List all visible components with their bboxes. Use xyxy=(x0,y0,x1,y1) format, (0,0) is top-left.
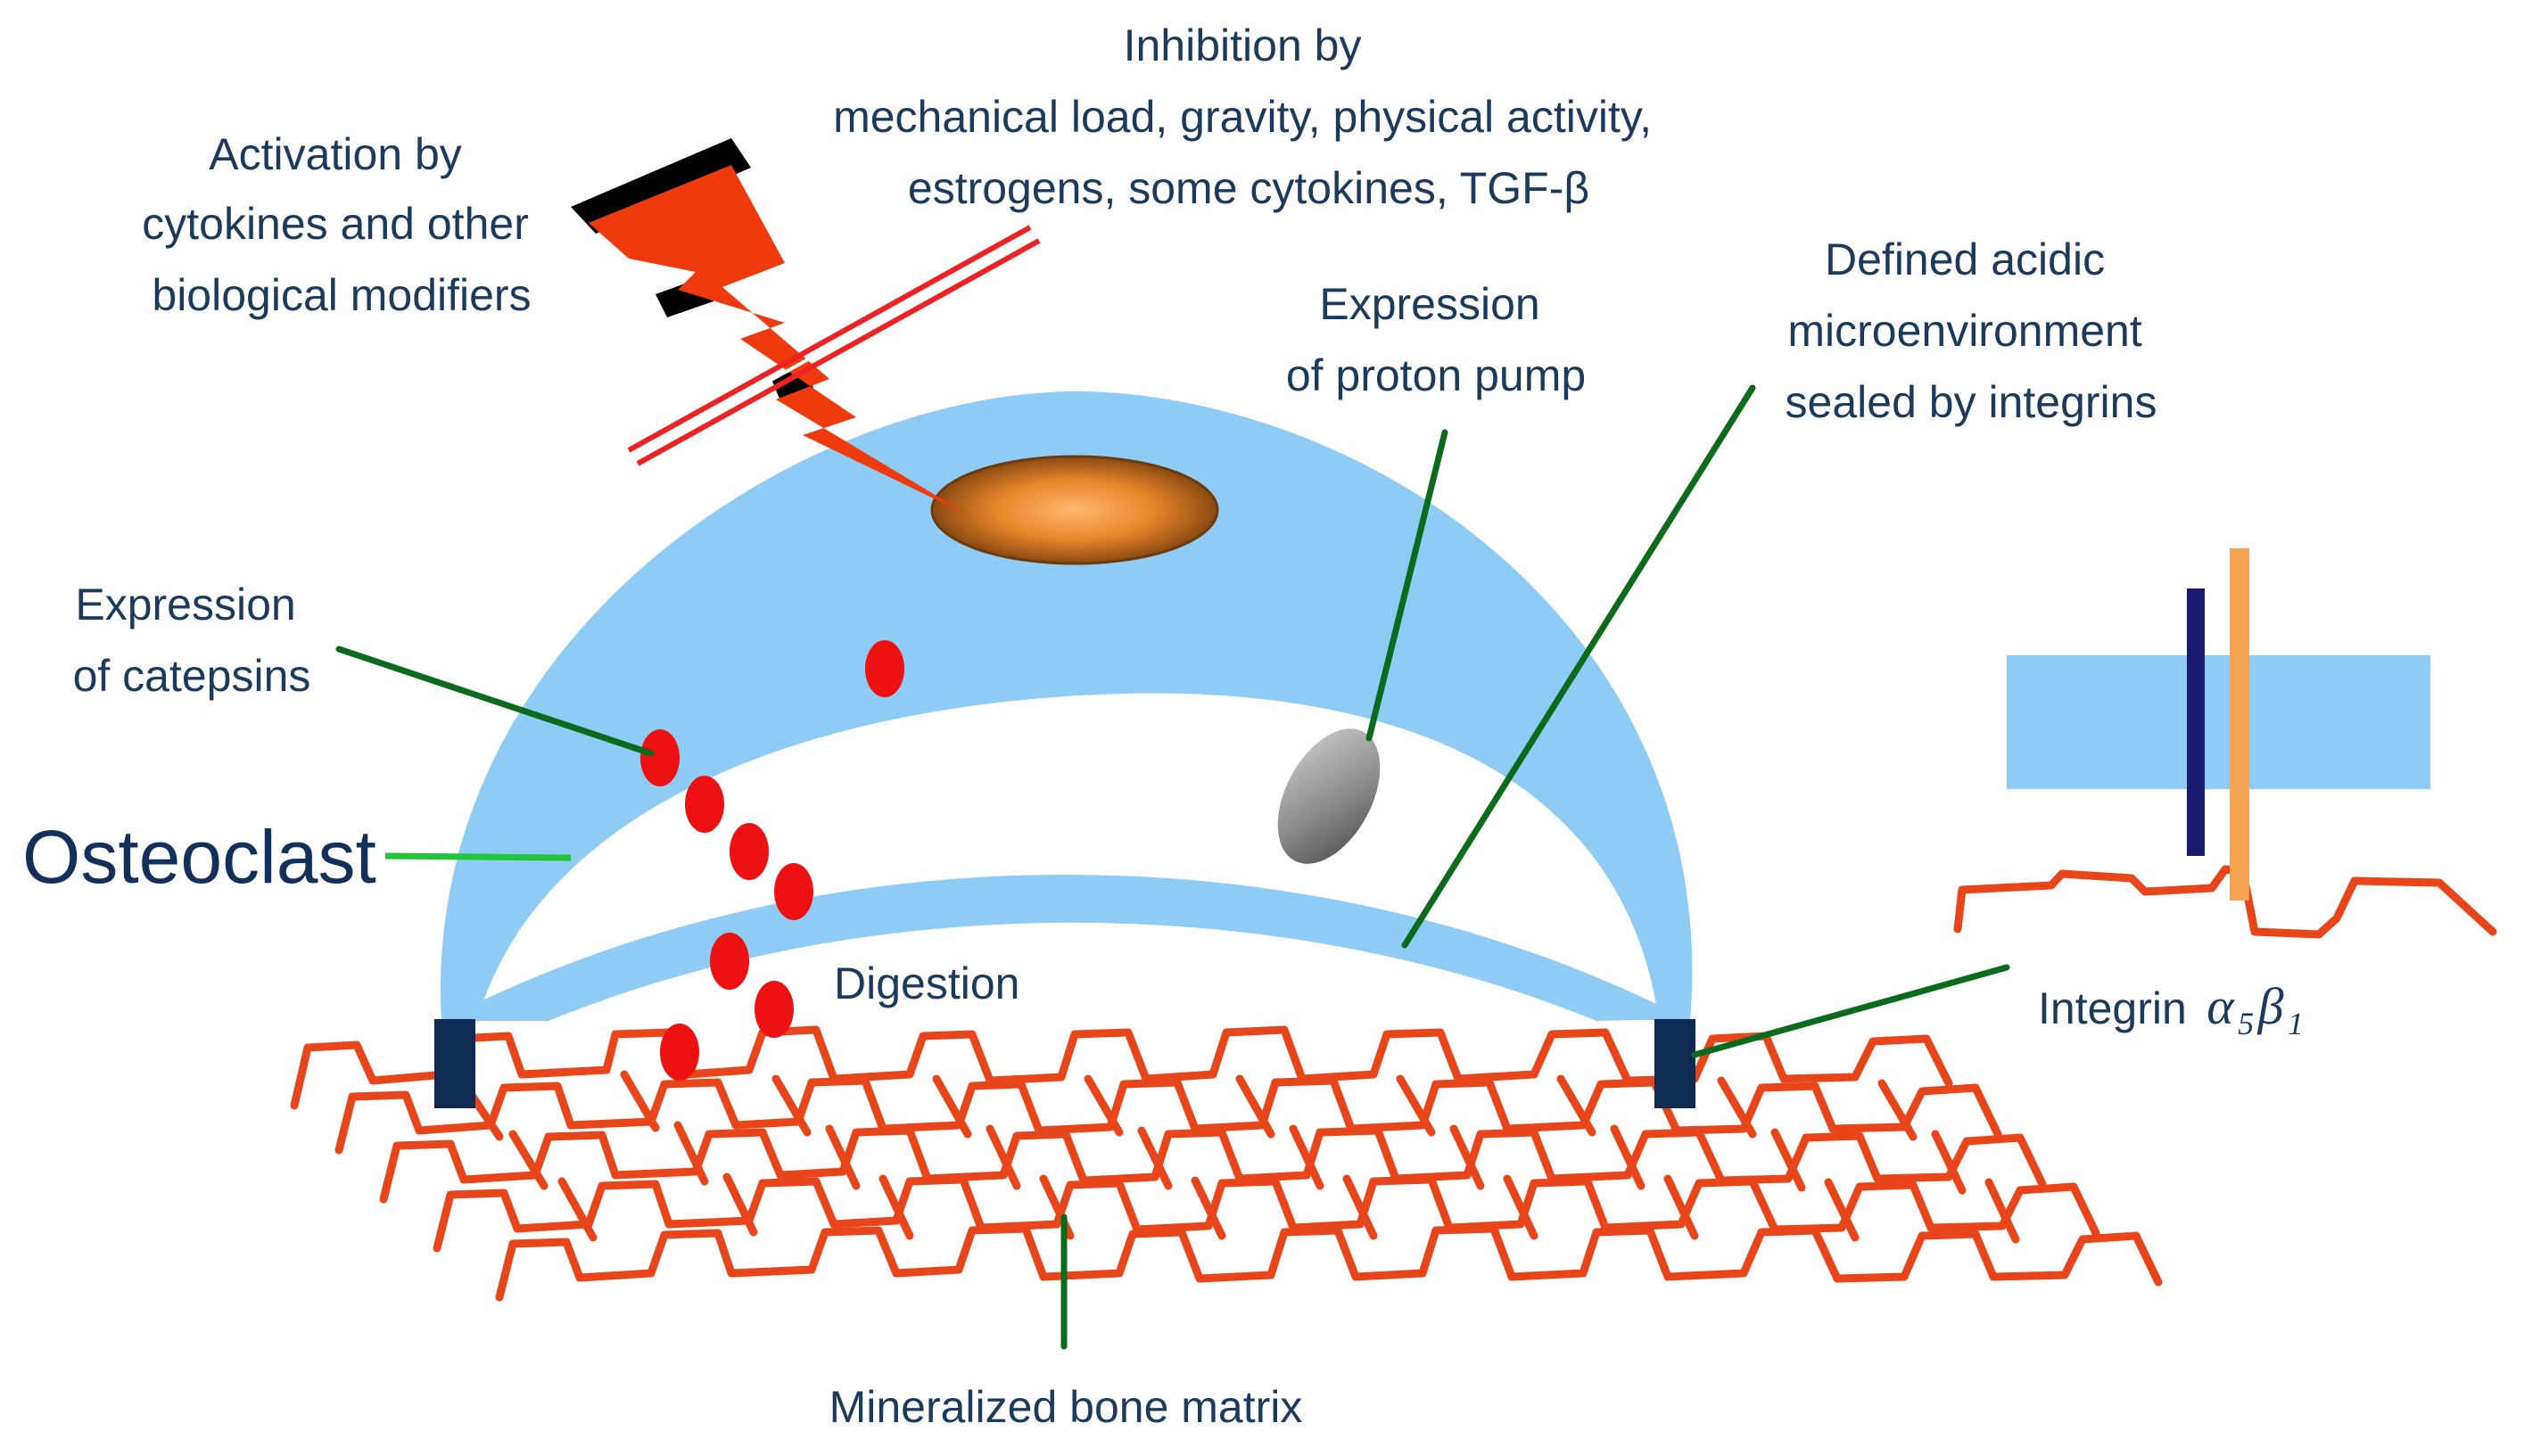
bone-fiber-connector xyxy=(459,1070,2020,1244)
catepsin-vesicle xyxy=(710,933,749,990)
inhibition-bar-icon xyxy=(627,225,1041,466)
catepsin-vesicle xyxy=(730,823,769,880)
catepsin-vesicle xyxy=(865,640,904,697)
pointer-acidic xyxy=(1401,384,1756,949)
label-integrin: Integrin α 5 β 1 xyxy=(2038,977,2304,1041)
label-catepsins: Expression of catepsins xyxy=(73,580,311,701)
catepsin-vesicles xyxy=(640,640,904,1081)
integrin-beta-subunit xyxy=(2230,548,2249,901)
label-digestion: Digestion xyxy=(834,958,1019,1008)
inset-fiber xyxy=(1953,865,2497,939)
pointer-catepsins xyxy=(335,646,655,757)
osteoclast-cell-body xyxy=(441,874,1690,1021)
integrin-inset xyxy=(1953,548,2497,939)
label-activation: Activation by cytokines and other biolog… xyxy=(142,129,541,320)
catepsin-vesicle xyxy=(685,776,724,833)
bone-fiber xyxy=(334,1076,2002,1155)
pointer-osteoclast xyxy=(384,852,572,861)
bone-fiber xyxy=(379,1126,2047,1204)
label-proton-pump: Expression of proton pump xyxy=(1286,279,1586,400)
integrin-anchor-left xyxy=(434,1019,475,1108)
integrin-alpha-subunit xyxy=(2187,588,2205,856)
bone-fiber xyxy=(495,1224,2163,1302)
bone-matrix-fibers xyxy=(290,1025,2163,1302)
inset-membrane xyxy=(2007,655,2430,789)
catepsin-vesicle xyxy=(774,863,813,920)
nucleus xyxy=(930,455,1219,565)
pointer-integrin xyxy=(1691,964,2010,1058)
catepsin-vesicle xyxy=(660,1024,699,1081)
osteoclast-cell-outline xyxy=(441,391,1693,1021)
label-bone-matrix: Mineralized bone matrix xyxy=(829,1382,1303,1432)
pointer-proton-pump xyxy=(1365,429,1448,742)
label-acidic-microenvironment: Defined acidic microenvironment sealed b… xyxy=(1786,234,2157,427)
label-osteoclast: Osteoclast xyxy=(22,815,376,899)
bone-fiber xyxy=(433,1175,2100,1253)
catepsin-vesicle xyxy=(755,981,794,1038)
integrin-anchor-right xyxy=(1654,1019,1695,1108)
proton-pump xyxy=(1277,728,1381,864)
label-inhibition: Inhibition by mechanical load, gravity, … xyxy=(833,21,1664,213)
catepsin-vesicle xyxy=(640,729,680,786)
